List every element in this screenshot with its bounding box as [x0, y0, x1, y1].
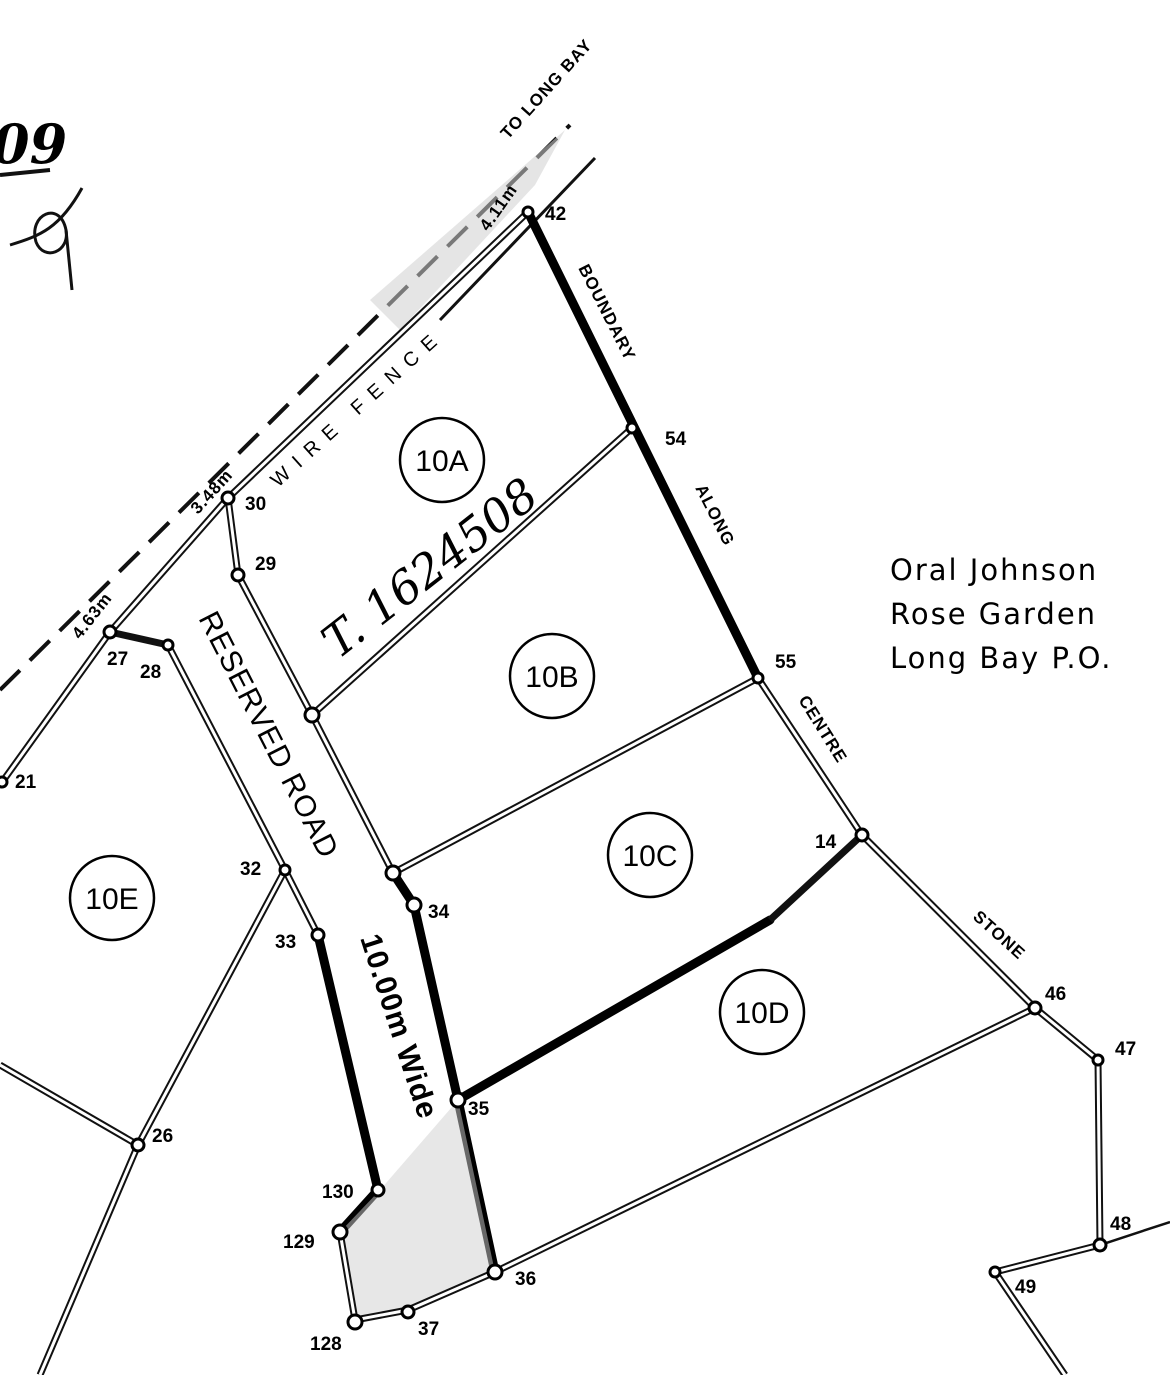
peg-14 [854, 827, 870, 843]
peg-label-55: 55 [775, 652, 797, 673]
owner-address-line2: Long Bay P.O. [890, 641, 1113, 675]
peg-10b10c [384, 864, 402, 882]
peg-label-54: 54 [665, 429, 687, 450]
lot-10c-circle [606, 811, 694, 899]
line-10c-10d-thick [453, 915, 775, 1105]
lot-10a: 10A [398, 416, 486, 504]
peg-label-35: 35 [468, 1099, 490, 1120]
peg-29 [230, 567, 246, 583]
peg-129 [331, 1223, 349, 1241]
peg-labels: 42 54 55 14 46 47 48 49 30 29 27 28 21 3… [15, 204, 1136, 1355]
peg-55 [751, 671, 765, 685]
peg-21 [0, 775, 9, 789]
boundary-word-along: ALONG [691, 481, 738, 549]
lot-10e-label: 10E [85, 883, 138, 916]
peg-28 [161, 638, 175, 652]
survey-pegs [0, 205, 1108, 1331]
sheet-reference: 09 [0, 112, 67, 176]
boundary-48-49 [989, 1241, 1101, 1375]
lot-10d-circle [718, 968, 806, 1056]
peg-48 [1092, 1237, 1108, 1253]
peg-54 [625, 421, 639, 435]
lot-10c: 10C [606, 811, 694, 899]
peg-label-30: 30 [245, 494, 266, 515]
peg-label-28: 28 [140, 662, 161, 683]
peg-33 [310, 927, 326, 943]
lot-10e: 10E [68, 854, 156, 942]
peg-36 [486, 1263, 504, 1281]
peg-label-47: 47 [1115, 1039, 1136, 1060]
peg-46 [1027, 1000, 1043, 1016]
centre-stone-boundary-inner [756, 677, 1102, 1246]
direction-label: TO LONG BAY [497, 35, 596, 142]
peg-label-48: 48 [1110, 1214, 1131, 1235]
peg-130 [370, 1182, 386, 1198]
peg-10a10b [303, 706, 321, 724]
peg-label-36: 36 [515, 1269, 536, 1290]
peg-30 [220, 490, 236, 506]
peg-27 [102, 624, 118, 640]
sheet-reference-underline [0, 168, 51, 177]
peg-label-33: 33 [275, 932, 296, 953]
boundary-word-boundary: BOUNDARY [574, 261, 639, 364]
line-10a-10b-inner [310, 426, 634, 717]
centre-stone-boundary [755, 676, 1104, 1246]
peg-49 [988, 1265, 1002, 1279]
owner-address-line1: Rose Garden [890, 597, 1097, 631]
peg-label-130: 130 [322, 1182, 354, 1203]
road-edge-line [438, 156, 597, 322]
peg-label-27: 27 [107, 649, 128, 670]
lot-10b: 10B [508, 632, 596, 720]
west-boundary-upper-inner [226, 497, 395, 874]
lot-10e-east-boundary [36, 868, 289, 1375]
owner-block: Oral Johnson Rose Garden Long Bay P.O. [890, 553, 1113, 675]
lot-10d: 10D [718, 968, 806, 1056]
peg-26 [130, 1137, 146, 1153]
line-10b-10c-inner [392, 676, 759, 875]
peg-37 [400, 1304, 416, 1320]
road-shading [370, 130, 565, 330]
boundary-27-28 [109, 628, 169, 649]
road-dashed-line [0, 123, 572, 692]
lot-10d-label: 10D [734, 997, 789, 1030]
peg-label-29: 29 [255, 554, 276, 575]
peg-label-129: 129 [283, 1232, 315, 1253]
peg-label-21: 21 [15, 772, 37, 793]
lot-10a-circle [398, 416, 486, 504]
lot-10b-label: 10B [525, 661, 578, 694]
lot-10b-circle [508, 632, 596, 720]
line-10d-south-inner [494, 1006, 1036, 1274]
peg-42 [521, 205, 535, 219]
peg-35 [449, 1091, 467, 1109]
road-end-shading [340, 1100, 495, 1318]
peg-label-46: 46 [1045, 984, 1066, 1005]
handwritten-initials-mark [9, 187, 84, 291]
peg-47 [1091, 1053, 1105, 1067]
peg-128 [346, 1313, 364, 1331]
peg-label-32: 32 [240, 859, 261, 880]
boundary-42-55 [523, 207, 763, 683]
owner-name: Oral Johnson [890, 553, 1098, 587]
peg-label-49: 49 [1015, 1277, 1036, 1298]
lot-10e-circle [68, 854, 156, 942]
peg-label-34: 34 [428, 902, 450, 923]
lot-10a-label: 10A [415, 445, 468, 478]
peg-label-37: 37 [418, 1319, 439, 1340]
peg-label-26: 26 [152, 1126, 173, 1147]
peg-label-128: 128 [310, 1334, 342, 1355]
peg-label-14: 14 [815, 832, 837, 853]
lot-10c-label: 10C [622, 840, 677, 873]
line-10c-10d [767, 832, 865, 923]
road-end-boundary-inner [338, 1231, 496, 1322]
wire-fence-boundary-inner [0, 210, 530, 786]
boundary-word-centre: CENTRE [795, 692, 851, 766]
peg-34 [405, 896, 423, 914]
peg-label-42: 42 [545, 204, 566, 225]
lot-10e-south-boundary-inner [0, 1063, 139, 1147]
peg-32 [278, 863, 292, 877]
boundary-48-east [1099, 1220, 1170, 1247]
